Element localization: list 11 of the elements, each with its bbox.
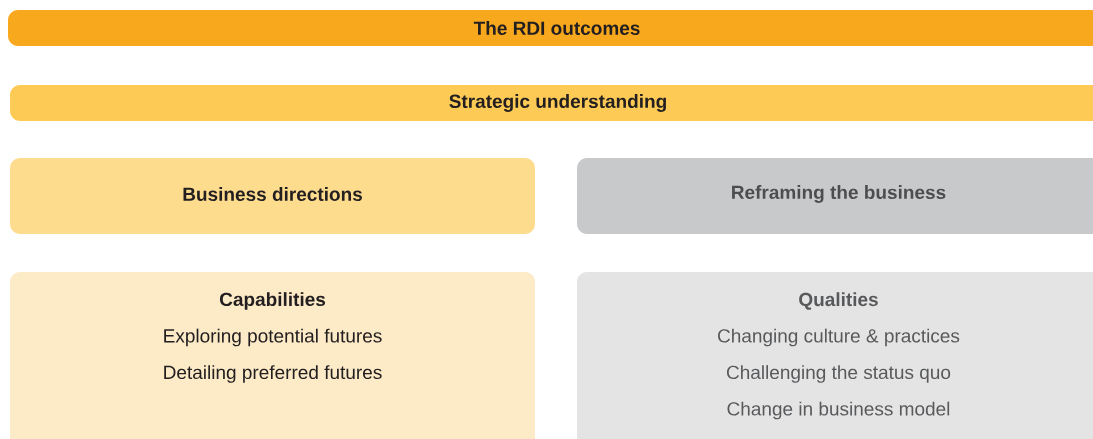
list-item: Exploring potential futures <box>164 328 382 347</box>
list-item: Changing culture & practices <box>718 328 960 347</box>
title: The RDI outcomes <box>473 21 640 35</box>
list-item: Challenging the status quo <box>726 365 951 383</box>
title: Strategic understanding <box>449 94 666 112</box>
heading: Qualities <box>799 292 878 310</box>
heading: Capabilities <box>219 292 326 310</box>
list-item: Change in business model <box>727 401 950 420</box>
list-item: Detailing preferred futures <box>164 365 382 383</box>
title: Reframing the business <box>732 185 946 203</box>
title: Business directions <box>183 187 362 201</box>
